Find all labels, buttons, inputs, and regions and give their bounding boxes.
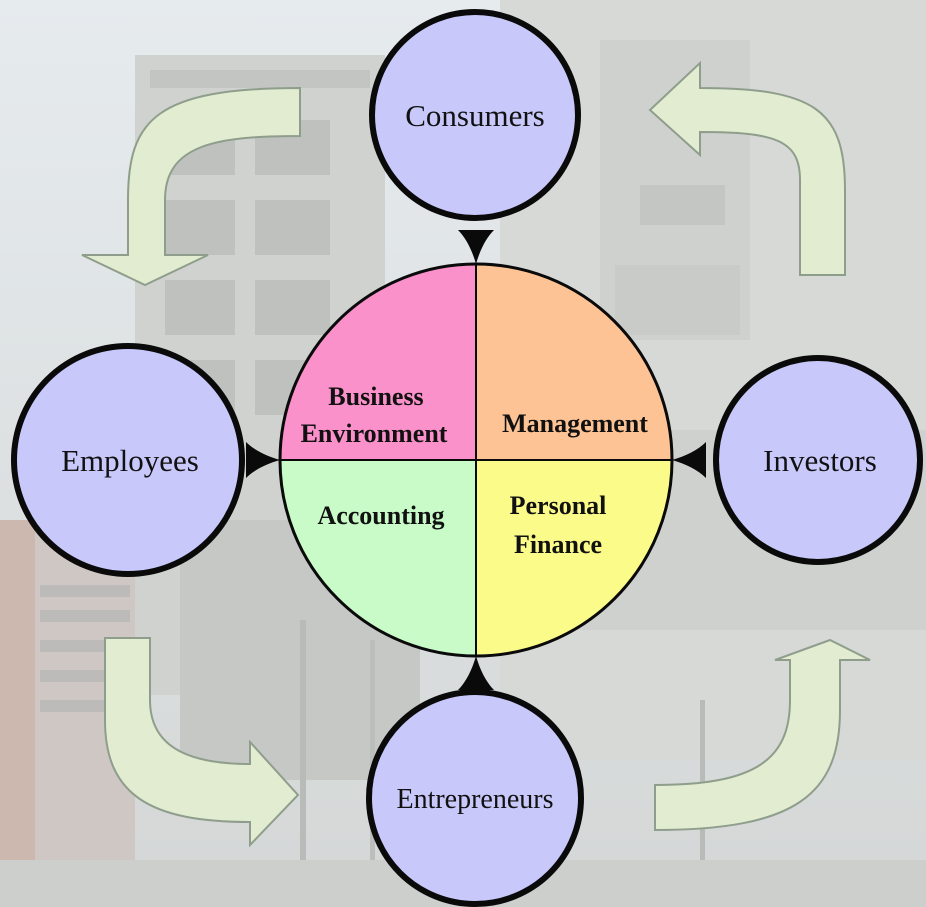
connector-right [672,442,706,478]
node-entrepreneurs: Entrepreneurs [366,689,584,907]
arrow-investors-to-consumers [648,60,846,276]
quadrant-label-accounting: Accounting [317,501,444,530]
central-pie [278,262,674,658]
flow-arrows [81,60,871,848]
node-label-investors: Investors [763,443,877,478]
arrow-entrepreneurs-to-investors [654,638,871,832]
node-label-entrepreneurs: Entrepreneurs [396,784,553,815]
connector-down [458,656,494,690]
quadrant-business-environment [280,264,476,460]
arrow-employees-to-entrepreneurs [104,637,300,848]
quadrant-personal-finance [476,460,672,656]
quadrant-label-management: Management [502,409,648,438]
node-label-employees: Employees [61,443,199,478]
connector-left [246,442,280,478]
quadrant-accounting [280,460,476,656]
quadrant-label-business-environment-line-1: Business [328,382,423,411]
connector-up [458,230,494,264]
node-label-consumers: Consumers [405,98,545,133]
quadrant-label-business-environment-line-2: Environment [301,419,448,448]
node-employees: Employees [11,343,245,577]
quadrant-management [476,264,672,460]
quadrant-label-personal-finance-line-2: Finance [514,530,602,559]
quadrant-labels: Business Environment Management Accounti… [301,382,649,559]
quadrant-label-personal-finance-line-1: Personal [510,491,607,520]
node-consumers: Consumers [369,9,581,221]
arrow-consumers-to-employees [81,86,301,287]
node-investors: Investors [713,355,923,565]
connectors [246,230,706,690]
